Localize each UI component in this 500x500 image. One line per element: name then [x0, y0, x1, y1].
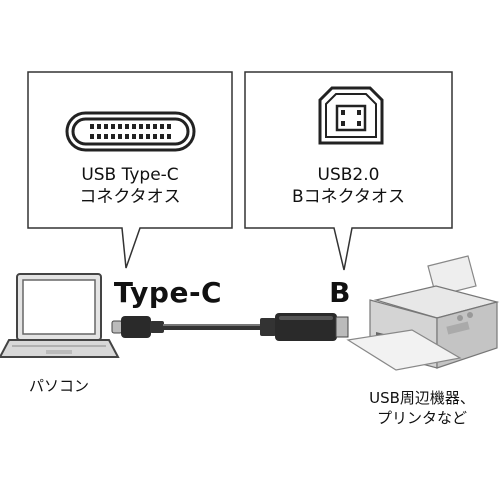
left-callout-text: USB Type-C コネクタオス [28, 164, 232, 208]
printer-label-line2: プリンタなど [376, 409, 467, 427]
b-connector-label: B [329, 276, 351, 309]
type-c-connector-label: Type-C [113, 276, 223, 309]
usb-cable-icon [111, 313, 349, 341]
laptop-icon [0, 273, 120, 358]
right-callout-text: USB2.0 Bコネクタオス [245, 164, 452, 208]
right-callout-bubble [244, 71, 453, 271]
printer-icon [346, 255, 500, 371]
usb-type-c-port-icon [65, 111, 196, 152]
printer-label-line1: USB周辺機器、 [369, 389, 475, 407]
usb-type-b-port-icon [318, 86, 384, 145]
right-callout-line2: Bコネクタオス [292, 187, 405, 207]
left-callout-line2: コネクタオス [79, 187, 181, 207]
right-callout-line1: USB2.0 [317, 165, 380, 185]
printer-label: USB周辺機器、 プリンタなど [344, 388, 500, 428]
pc-label: パソコン [28, 377, 89, 395]
left-callout-line1: USB Type-C [81, 165, 179, 185]
